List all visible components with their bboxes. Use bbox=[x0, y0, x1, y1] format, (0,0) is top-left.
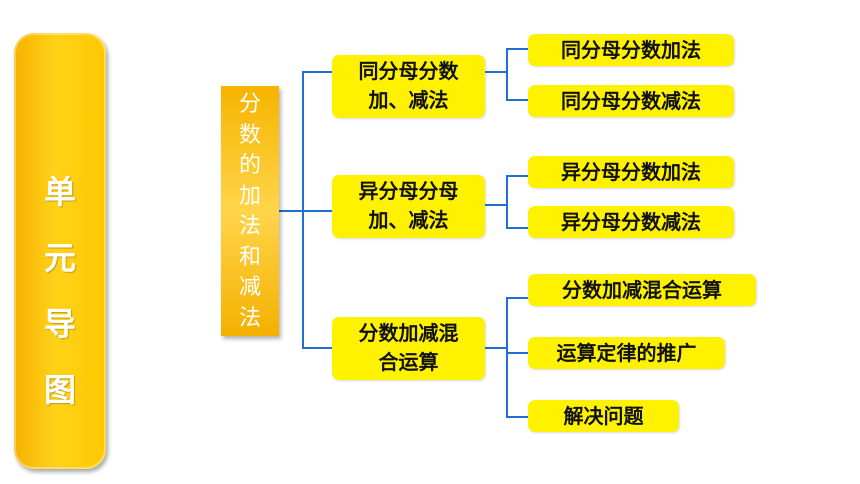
root-topic-label: 分 数 的 加 法 和 减 法 bbox=[238, 92, 261, 331]
branch-node-mixed-operations: 分数加减混 合运算 bbox=[332, 317, 485, 380]
leaf-node-operation-laws: 运算定律的推广 bbox=[528, 337, 725, 369]
root-topic: 分 数 的 加 法 和 减 法 bbox=[221, 86, 279, 336]
connector-branch-2-bracket bbox=[506, 175, 528, 229]
branch-node-same-denominator: 同分母分数 加、减法 bbox=[332, 55, 485, 118]
connector-branch-1-bracket bbox=[506, 48, 528, 101]
leaf-node-different-denominator-subtraction: 异分母分数减法 bbox=[528, 206, 734, 238]
unit-banner-title: 单 元 导 图 bbox=[43, 173, 76, 409]
leaf-node-different-denominator-addition: 异分母分数加法 bbox=[528, 156, 734, 188]
leaf-node-problem-solving: 解决问题 bbox=[528, 400, 679, 432]
leaf-node-same-denominator-subtraction: 同分母分数减法 bbox=[528, 85, 734, 117]
connector-branch-3-bracket bbox=[506, 297, 528, 418]
unit-banner: 单 元 导 图 bbox=[14, 33, 106, 469]
branch-node-different-denominator: 异分母分母 加、减法 bbox=[332, 175, 485, 238]
leaf-node-same-denominator-addition: 同分母分数加法 bbox=[528, 34, 734, 66]
leaf-node-mixed-operations: 分数加减混合运算 bbox=[528, 274, 756, 306]
